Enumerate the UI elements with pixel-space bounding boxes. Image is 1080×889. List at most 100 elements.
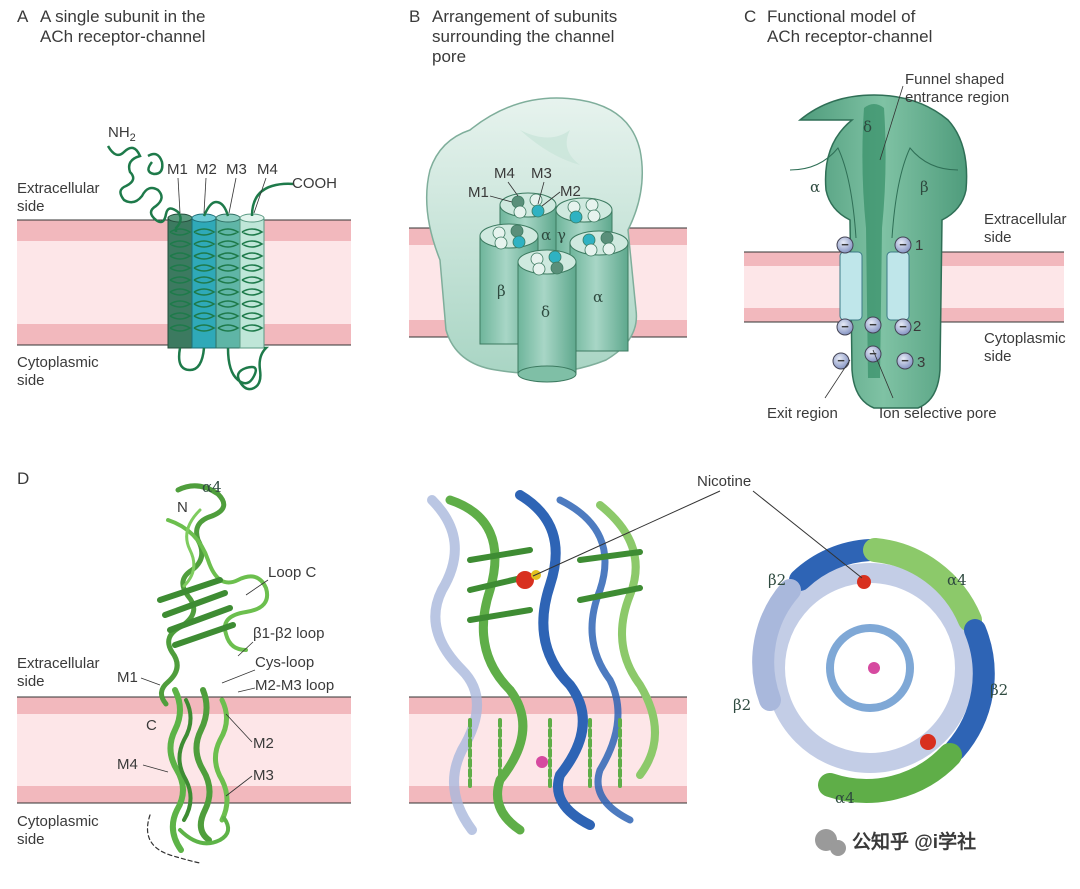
panel-c-letter: C (744, 7, 756, 26)
gamma-label-b: γ (557, 226, 566, 244)
cytoplasmic-label-a1: Cytoplasmic (17, 354, 99, 371)
panel-b-letter: B (409, 7, 420, 26)
beta2-lower-left-label: β2 (733, 696, 751, 714)
m3-label-b: M3 (531, 165, 552, 182)
pore-funnel (862, 104, 886, 378)
panel-d-letter: D (17, 469, 29, 488)
alpha4-label-d: α4 (202, 478, 222, 496)
m2-label: M2 (196, 161, 217, 178)
delta-label-b: δ (541, 303, 550, 321)
panel-d: D α4 N Loop C β1-β2 loop Cys-loop M2-M3 … (17, 469, 1008, 864)
svg-text:−: − (901, 353, 909, 368)
b1b2-loop-label: β1-β2 loop (253, 625, 324, 642)
helix-cylinder-left (839, 251, 863, 321)
funnel-label-line1: Funnel shaped (905, 71, 1004, 88)
extracellular-label-c1: Extracellular (984, 211, 1067, 228)
loop-c-label: Loop C (268, 564, 317, 581)
extracellular-label-a1: Extracellular (17, 180, 100, 197)
helix-cylinder-right (886, 251, 910, 321)
alpha-label-c: α (810, 178, 820, 196)
m4-label-b: M4 (494, 165, 515, 182)
svg-text:−: − (837, 353, 845, 368)
cooh-label: COOH (292, 175, 337, 192)
beta-label-b: β (497, 282, 506, 300)
m2m3-loop-label: M2-M3 loop (255, 677, 334, 694)
panel-b: B Arrangement of subunits surrounding th… (409, 7, 687, 383)
c-label-d: C (146, 717, 157, 734)
ion-signs: − − − − − − − − (837, 237, 909, 368)
m2-label-d: M2 (253, 735, 274, 752)
intracellular-loop (177, 346, 270, 391)
pentamer-side-ribbon (427, 490, 659, 835)
beta2-right-label: β2 (990, 681, 1008, 699)
svg-text:−: − (899, 237, 907, 252)
nicotine-label: Nicotine (697, 473, 751, 490)
helix-coils (169, 228, 264, 332)
cytoplasmic-label-d2: side (17, 831, 45, 848)
svg-text:−: − (899, 319, 907, 334)
panel-b-title-line1: Arrangement of subunits (432, 7, 617, 26)
extracellular-label-d1: Extracellular (17, 655, 100, 672)
subunit-cylinders (479, 192, 629, 383)
charged-rings (832, 236, 914, 370)
m3-label-d: M3 (253, 767, 274, 784)
n-terminal-chain (106, 145, 182, 232)
extracellular-label-d2: side (17, 673, 45, 690)
m4-label: M4 (257, 161, 278, 178)
m1-label: M1 (167, 161, 188, 178)
funnel-label-line2: entrance region (905, 89, 1009, 106)
cytoplasmic-label-c2: side (984, 348, 1012, 365)
delta-label-c: δ (863, 118, 872, 136)
subunit-ribbon (146, 483, 269, 864)
svg-text:−: − (869, 317, 877, 332)
helix-circles (492, 193, 616, 276)
svg-text:−: − (869, 346, 877, 361)
c-terminal-chain (250, 182, 295, 217)
pentamer-top-ribbon (752, 538, 995, 803)
alpha-right-label-b: α (593, 288, 603, 306)
svg-text:−: − (841, 319, 849, 334)
beta-label-c: β (920, 178, 929, 196)
watermark-text: 公知乎 @i学社 (852, 830, 976, 853)
ion-selective-pore-label: Ion selective pore (879, 405, 997, 422)
extracellular-label-a2: side (17, 198, 45, 215)
alpha4-top-right-label: α4 (947, 571, 967, 589)
watermark: 公知乎 @i学社 (815, 829, 976, 856)
exit-region-label: Exit region (767, 405, 838, 422)
beta2-top-left-label: β2 (768, 571, 786, 589)
panel-c: C Functional model of ACh receptor-chann… (744, 7, 1067, 422)
m1-label-b: M1 (468, 184, 489, 201)
m2-label-b: M2 (560, 183, 581, 200)
panel-c-title-line1: Functional model of (767, 7, 916, 26)
nicotine-molecule-top-2 (920, 734, 936, 750)
panel-b-title-line3: pore (432, 47, 466, 66)
extracellular-label-c2: side (984, 229, 1012, 246)
cylinder-alpha-right (569, 230, 629, 352)
m3-label: M3 (226, 161, 247, 178)
nicotine-molecule-side (516, 571, 534, 589)
panel-b-title-line2: surrounding the channel (432, 27, 614, 46)
cys-loop-label: Cys-loop (255, 654, 314, 671)
channel-body-c (797, 94, 968, 409)
m2-m3-loop (202, 200, 230, 217)
nicotine-molecule-top-1 (857, 575, 871, 589)
ring-3-label: 3 (917, 354, 925, 371)
cytoplasmic-label-d1: Cytoplasmic (17, 813, 99, 830)
alpha-top-label-b: α (541, 226, 551, 244)
n-label-d: N (177, 499, 188, 516)
ring-2-label: 2 (913, 318, 921, 335)
panel-a: A A single subunit in the ACh receptor-c… (17, 7, 351, 391)
ring-1-label: 1 (915, 237, 923, 254)
alpha4-bottom-label: α4 (835, 789, 855, 807)
m1-label-d: M1 (117, 669, 138, 686)
cytoplasmic-label-a2: side (17, 372, 45, 389)
panel-a-title-line2: ACh receptor-channel (40, 27, 205, 46)
panel-a-letter: A (17, 7, 29, 26)
nh2-label: NH2 (108, 124, 136, 144)
m4-label-d: M4 (117, 756, 138, 773)
panel-a-title-line1: A single subunit in the (40, 7, 205, 26)
svg-text:−: − (841, 237, 849, 252)
cytoplasmic-label-c1: Cytoplasmic (984, 330, 1066, 347)
panel-c-title-line2: ACh receptor-channel (767, 27, 932, 46)
